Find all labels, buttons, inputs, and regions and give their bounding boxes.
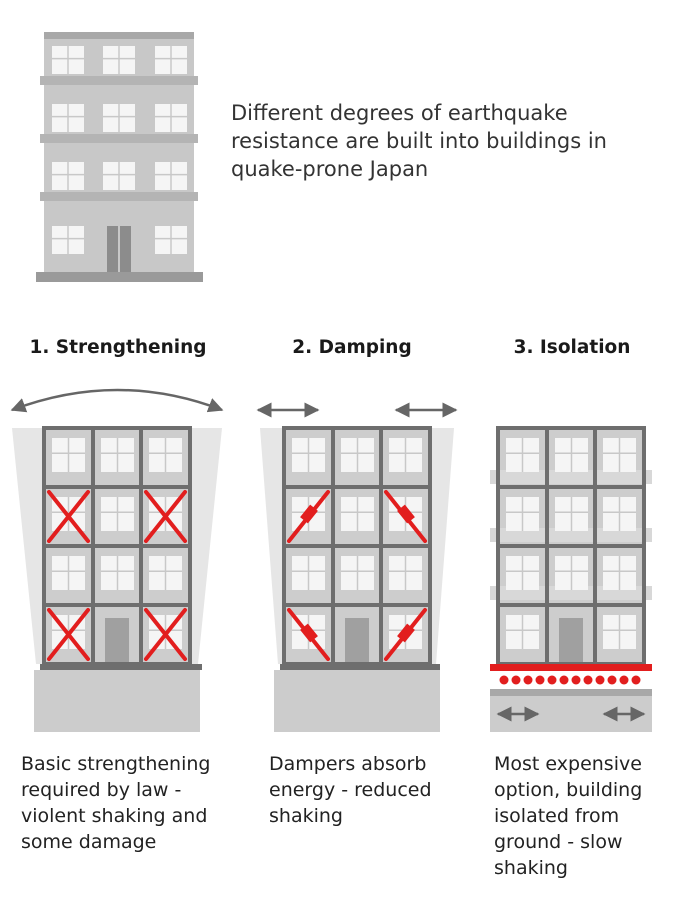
window xyxy=(506,556,539,590)
cross-brace-icon xyxy=(47,490,187,661)
window xyxy=(52,162,84,190)
window xyxy=(101,556,134,590)
window xyxy=(52,104,84,132)
strengthening-caption: Basic strengthening required by law - vi… xyxy=(21,753,211,853)
structural-frame xyxy=(496,426,646,666)
window xyxy=(555,556,588,590)
intro-building xyxy=(36,32,203,282)
damping-caption: Dampers absorb energy - reduced shaking xyxy=(269,753,432,827)
window xyxy=(506,497,539,531)
bearing xyxy=(571,675,581,685)
window xyxy=(149,438,182,472)
bearing xyxy=(535,675,545,685)
strengthening-illustration xyxy=(10,388,224,732)
sway-arc-arrow-icon xyxy=(10,388,224,413)
window xyxy=(149,556,182,590)
bearing xyxy=(499,675,509,685)
bearing xyxy=(523,675,533,685)
window xyxy=(603,438,636,472)
strengthening-title: 1. Strengthening xyxy=(29,337,207,358)
window xyxy=(292,556,325,590)
isolation-caption: Most expensive option, building isolated… xyxy=(494,753,643,879)
window xyxy=(103,162,135,190)
isolation-base-slab xyxy=(490,664,652,671)
bearing xyxy=(583,675,593,685)
window xyxy=(292,438,325,472)
window xyxy=(52,438,85,472)
window xyxy=(101,438,134,472)
window xyxy=(506,438,539,472)
window xyxy=(155,104,187,132)
damping-illustration xyxy=(256,402,458,732)
damping-title: 2. Damping xyxy=(292,337,412,358)
window xyxy=(52,46,84,74)
window xyxy=(341,438,374,472)
isolation-title: 3. Isolation xyxy=(513,337,631,358)
bearing xyxy=(619,675,629,685)
window xyxy=(52,556,85,590)
window xyxy=(155,162,187,190)
window xyxy=(52,226,84,254)
window xyxy=(555,497,588,531)
window xyxy=(341,556,374,590)
bearing xyxy=(631,675,641,685)
ground-block xyxy=(34,670,200,732)
window xyxy=(555,438,588,472)
bearing xyxy=(547,675,557,685)
window xyxy=(103,46,135,74)
sway-ghost-building xyxy=(12,428,44,664)
bearing xyxy=(559,675,569,685)
window xyxy=(155,46,187,74)
window xyxy=(603,497,636,531)
ground-block xyxy=(274,670,440,732)
intro-text: Different degrees of earthquake resistan… xyxy=(231,101,607,181)
window xyxy=(103,104,135,132)
window xyxy=(101,497,134,531)
window xyxy=(341,497,374,531)
window xyxy=(389,556,422,590)
window xyxy=(389,438,422,472)
window xyxy=(155,226,187,254)
bearing xyxy=(511,675,521,685)
window xyxy=(603,615,636,649)
bearing-icon xyxy=(499,675,641,685)
window xyxy=(506,615,539,649)
isolation-illustration xyxy=(490,426,652,732)
bearing xyxy=(595,675,605,685)
bearing xyxy=(607,675,617,685)
window xyxy=(603,556,636,590)
